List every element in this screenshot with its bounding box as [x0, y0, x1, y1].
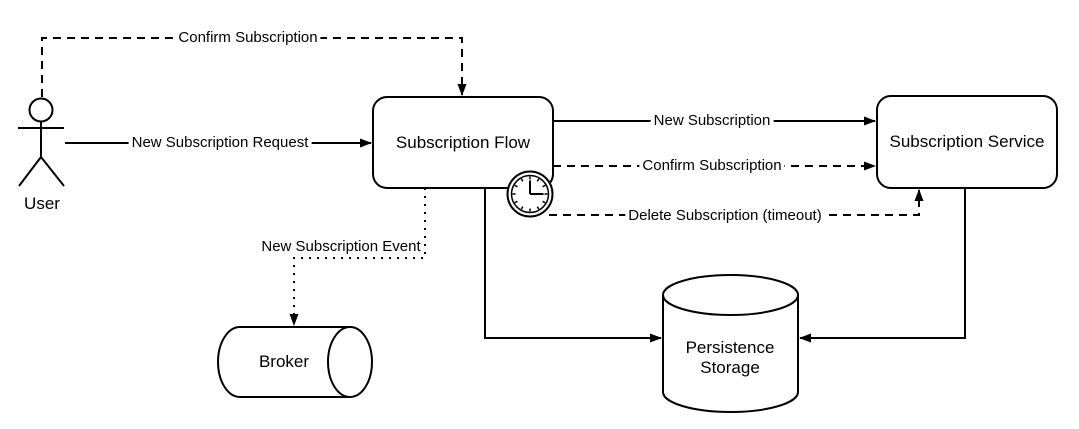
persistence-storage-label-line1: Persistence	[685, 338, 775, 357]
storage-cylinder-top	[662, 274, 799, 316]
clock-hands	[529, 180, 544, 195]
actor-leg-right	[40, 156, 65, 187]
subscription-flow-box	[372, 96, 554, 189]
new-subscription-event-label: New Subscription Event	[258, 238, 424, 256]
confirm-subscription-label: Confirm Subscription	[639, 157, 785, 175]
actor-head	[28, 97, 54, 123]
broker-label: Broker	[258, 352, 310, 371]
subscription-service-label: Subscription Service	[889, 132, 1045, 151]
edge-service-to-storage-line	[799, 188, 966, 343]
edge-delete-subscription-timeout-line	[549, 189, 924, 216]
persistence-storage-label: Persistence Storage	[686, 338, 775, 378]
confirm-subscription-top-label: Confirm Subscription	[175, 29, 321, 47]
persistence-storage-label-line2: Storage	[700, 358, 760, 377]
clock-icon	[506, 170, 554, 218]
clock-ticks	[512, 176, 548, 212]
user-label: User	[24, 194, 60, 213]
subscription-service-box	[876, 95, 1058, 189]
new-subscription-label: New Subscription	[650, 112, 774, 130]
storage-cylinder-body	[662, 295, 799, 413]
user-actor-figure	[18, 97, 65, 187]
edge-new-subscription-event-line	[289, 188, 426, 326]
delete-subscription-timeout-label: Delete Subscription (timeout)	[625, 207, 825, 225]
broker-cylinder-end	[327, 326, 373, 398]
persistence-storage-cylinder	[662, 274, 799, 413]
new-subscription-request-label: New Subscription Request	[128, 134, 312, 152]
subscription-flow-label: Subscription Flow	[395, 133, 531, 152]
edge-flow-to-storage-line	[484, 188, 662, 343]
actor-leg-left	[18, 156, 42, 187]
broker-cylinder	[217, 326, 373, 398]
broker-cylinder-body	[217, 326, 350, 398]
